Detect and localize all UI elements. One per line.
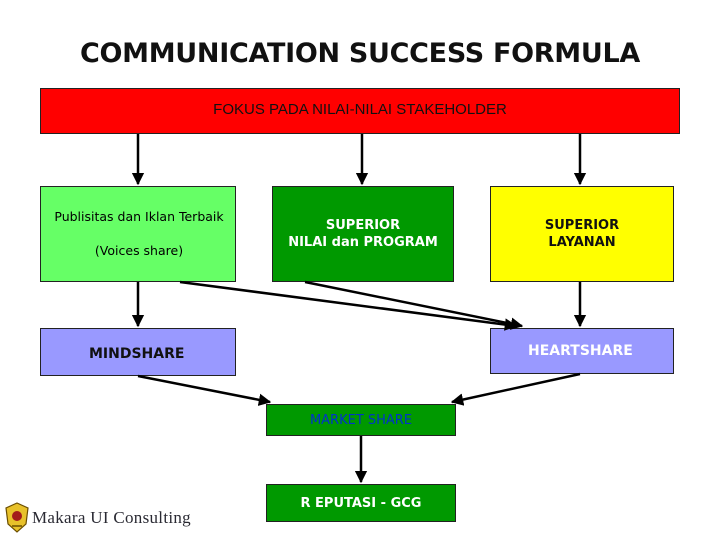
page-title: COMMUNICATION SUCCESS FORMULA bbox=[79, 38, 640, 69]
arrow-heartshare-to-market-share bbox=[450, 372, 581, 406]
makara-emblem-icon bbox=[5, 502, 29, 533]
superior-nilai-line2: NILAI dan PROGRAM bbox=[288, 235, 438, 250]
superior-nilai-box: SUPERIOR NILAI dan PROGRAM bbox=[272, 186, 454, 282]
arrow-publisitas-to-heartshare bbox=[179, 280, 518, 331]
superior-nilai-line1: SUPERIOR bbox=[325, 218, 401, 233]
makara-logo: Makara UI Consulting bbox=[4, 500, 194, 536]
reputasi-label: R EPUTASI - GCG bbox=[300, 495, 422, 511]
reputasi-box: R EPUTASI - GCG bbox=[266, 484, 456, 522]
superior-layanan-box: SUPERIOR LAYANAN bbox=[490, 186, 674, 282]
superior-layanan-line2: LAYANAN bbox=[548, 235, 616, 250]
stakeholder-label: FOKUS PADA NILAI-NILAI STAKEHOLDER bbox=[213, 101, 507, 118]
stakeholder-box: FOKUS PADA NILAI-NILAI STAKEHOLDER bbox=[40, 88, 680, 134]
heartshare-box: HEARTSHARE bbox=[490, 328, 674, 374]
arrow-mindshare-to-market-share bbox=[137, 374, 272, 406]
mindshare-box: MINDSHARE bbox=[40, 328, 236, 376]
heartshare-label: HEARTSHARE bbox=[528, 343, 633, 359]
market-share-box: MARKET SHARE bbox=[266, 404, 456, 436]
publisitas-box: Publisitas dan Iklan Terbaik (Voices sha… bbox=[40, 186, 236, 282]
market-share-label: MARKET SHARE bbox=[309, 412, 413, 428]
voices-share-label: (Voices share) bbox=[94, 243, 184, 258]
arrow-superior-nilai-to-heartshare bbox=[304, 280, 524, 330]
logo-text: Makara UI Consulting bbox=[32, 508, 191, 527]
publisitas-label: Publisitas dan Iklan Terbaik bbox=[54, 209, 224, 224]
superior-layanan-line1: SUPERIOR bbox=[544, 218, 620, 233]
mindshare-label: MINDSHARE bbox=[89, 346, 185, 362]
